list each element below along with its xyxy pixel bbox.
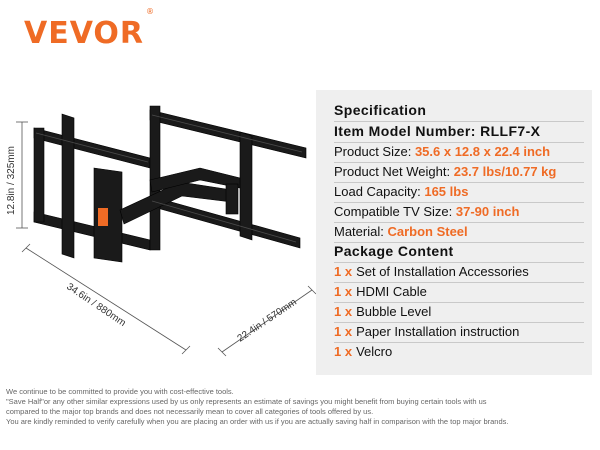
package-item-qty: 1 x <box>334 344 353 359</box>
divider <box>334 302 584 303</box>
disclaimer-line: We continue to be committed to provide y… <box>6 387 234 396</box>
package-item-name: Paper Installation instruction <box>356 324 520 339</box>
brand-logo: VEVOR® <box>24 7 154 51</box>
spec-row-material: Material: Carbon Steel <box>334 222 468 241</box>
model-value: RLLF7-X <box>480 123 541 139</box>
spec-row-value: Carbon Steel <box>387 224 468 239</box>
spec-row-load: Load Capacity: 165 lbs <box>334 182 468 201</box>
disclaimer-line: compared to the major top brands and doe… <box>6 407 374 416</box>
divider <box>334 202 584 203</box>
divider <box>334 342 584 343</box>
spec-row-label: Product Net Weight: <box>334 164 454 179</box>
divider <box>334 142 584 143</box>
divider <box>334 322 584 323</box>
package-item-qty: 1 x <box>334 284 353 299</box>
spec-panel <box>316 90 592 375</box>
spec-row-tv-size: Compatible TV Size: 37-90 inch <box>334 202 519 221</box>
spec-row-size: Product Size: 35.6 x 12.8 x 22.4 inch <box>334 142 550 161</box>
divider <box>334 262 584 263</box>
model-row: Item Model Number: RLLF7-X <box>334 122 540 141</box>
divider <box>334 222 584 223</box>
package-item-name: Bubble Level <box>356 304 432 319</box>
package-item-name: Set of Installation Accessories <box>356 264 529 279</box>
spec-row-value: 37-90 inch <box>455 204 520 219</box>
spec-row-label: Product Size: <box>334 144 415 159</box>
spec-row-value: 23.7 lbs/10.77 kg <box>453 164 557 179</box>
divider <box>334 121 584 122</box>
spec-row-value: 165 lbs <box>424 184 469 199</box>
spec-row-label: Load Capacity: <box>334 184 425 199</box>
package-item-name: HDMI Cable <box>356 284 427 299</box>
spec-row-label: Material: <box>334 224 388 239</box>
depth-dimension-label: 22.4in / 570mm <box>236 297 299 345</box>
spec-row-weight: Product Net Weight: 23.7 lbs/10.77 kg <box>334 162 556 181</box>
mount-highlights <box>35 114 303 243</box>
spec-row-label: Compatible TV Size: <box>334 204 456 219</box>
disclaimer: We continue to be committed to provide y… <box>6 387 598 427</box>
package-item-qty: 1 x <box>334 324 353 339</box>
width-dimension: 34.6in / 880mm <box>21 243 191 355</box>
package-item-qty: 1 x <box>334 304 353 319</box>
package-item-name: Velcro <box>356 344 393 359</box>
package-title: Package Content <box>334 243 454 259</box>
brand-tab <box>98 208 108 226</box>
height-dimension: 12.8in / 325mm <box>6 121 28 229</box>
package-item-qty: 1 x <box>334 264 353 279</box>
registered-mark: ® <box>146 7 156 16</box>
disclaimer-line: "Save Half"or any other similar expressi… <box>6 397 487 406</box>
spec-row-value: 35.6 x 12.8 x 22.4 inch <box>414 144 551 159</box>
height-dimension-label: 12.8in / 325mm <box>6 146 17 215</box>
model-label: Item Model Number: <box>334 123 476 139</box>
disclaimer-line: You are kindly reminded to verify carefu… <box>6 417 509 426</box>
depth-dimension: 22.4in / 570mm <box>217 285 317 357</box>
divider <box>334 162 584 163</box>
spec-title: Specification <box>334 102 427 118</box>
tv-mount-illustration: 12.8in / 325mm 34.6in / 880mm 22.4in / 5… <box>6 105 317 357</box>
brand-name: VEVOR <box>24 16 145 51</box>
divider <box>334 182 584 183</box>
divider <box>334 242 584 243</box>
divider <box>334 282 584 283</box>
width-dimension-label: 34.6in / 880mm <box>64 281 127 329</box>
mount-body <box>33 105 307 263</box>
